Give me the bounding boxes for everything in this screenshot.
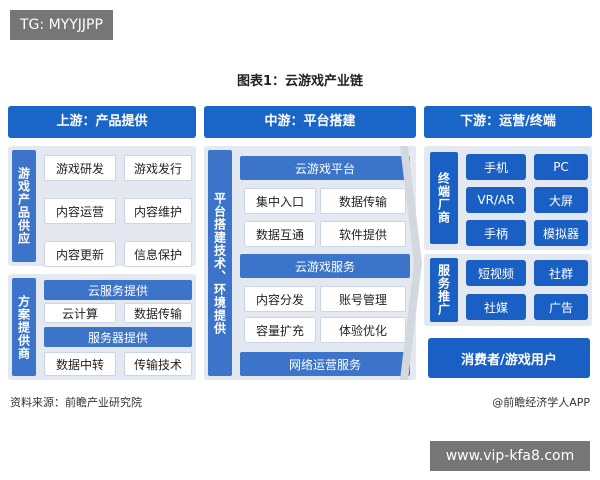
platform-item-cell: 数据传输 [320, 188, 406, 214]
midstream-side-label: 平台搭建技术、环境提供 [208, 150, 232, 376]
consumer-band: 消费者/游戏用户 [428, 338, 590, 378]
server-service-band: 服务器提供 [44, 327, 192, 347]
cloud-platform-band: 云游戏平台 [240, 156, 410, 180]
promo-cell: 社媒 [466, 294, 526, 320]
upstream-solution-label: 方案提供商 [12, 278, 36, 376]
service-item-cell: 内容分发 [244, 286, 316, 312]
cloud-service-band: 云服务提供 [44, 280, 192, 300]
product-cell: 游戏发行 [124, 155, 192, 181]
cloud-item-cell: 数据传输 [124, 303, 192, 323]
midstream-header: 中游：平台搭建 [204, 106, 416, 138]
cloud-item-cell: 云计算 [44, 303, 116, 323]
terminal-cell: 手柄 [466, 220, 526, 246]
network-service-band: 网络运营服务 [240, 352, 410, 376]
server-item-cell: 传输技术 [124, 352, 192, 376]
terminal-cell: VR/AR [466, 187, 526, 213]
product-cell: 游戏研发 [44, 155, 116, 181]
watermark-bottom: www.vip-kfa8.com [430, 441, 590, 471]
product-cell: 内容更新 [44, 241, 116, 267]
terminal-cell: 手机 [466, 154, 526, 180]
credit-note: @前瞻经济学人APP [492, 396, 590, 409]
promo-label: 服务推广 [430, 258, 458, 322]
promo-cell: 广告 [534, 294, 588, 320]
downstream-header: 下游：运营/终端 [424, 106, 592, 138]
source-note: 资料来源：前瞻产业研究院 [10, 396, 142, 409]
server-item-cell: 数据中转 [44, 352, 116, 376]
terminal-cell: 大屏 [534, 187, 588, 213]
service-item-cell: 容量扩充 [244, 317, 316, 343]
product-cell: 内容维护 [124, 198, 192, 224]
platform-item-cell: 软件提供 [320, 221, 406, 247]
watermark-top: TG: MYYJJPP [10, 10, 113, 40]
terminal-cell: 模拟器 [534, 220, 588, 246]
platform-item-cell: 集中入口 [244, 188, 316, 214]
service-item-cell: 账号管理 [320, 286, 406, 312]
promo-cell: 短视频 [466, 260, 526, 286]
terminal-label: 终端厂商 [430, 152, 458, 244]
upstream-header: 上游：产品提供 [8, 106, 196, 138]
platform-item-cell: 数据互通 [244, 221, 316, 247]
flow-arrow-icon [400, 146, 422, 380]
terminal-cell: PC [534, 154, 588, 180]
product-cell: 内容运营 [44, 198, 116, 224]
service-item-cell: 体验优化 [320, 317, 406, 343]
product-cell: 信息保护 [124, 241, 192, 267]
promo-cell: 社群 [534, 260, 588, 286]
diagram-title: 图表1：云游戏产业链 [236, 74, 364, 89]
cloud-service-band: 云游戏服务 [240, 254, 410, 278]
upstream-product-label: 游戏产品供应 [12, 150, 36, 262]
